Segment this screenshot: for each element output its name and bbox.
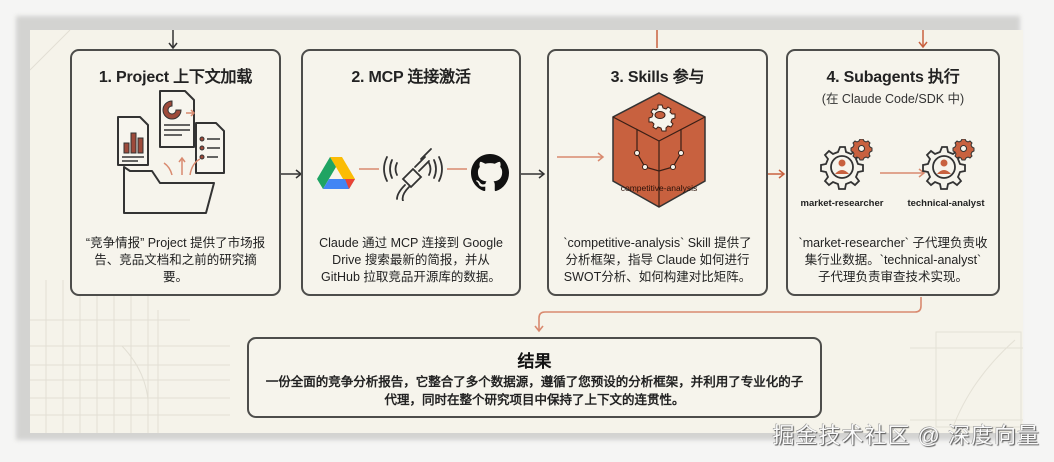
step-3-title: 3. Skills 参与 [610, 69, 705, 86]
github-icon [471, 154, 509, 192]
step-4-description: `market-researcher` 子代理负责收集行业数据。`technic… [798, 236, 988, 284]
arrow-into-skill-icon [557, 152, 605, 162]
step-1-card: 1. Project 上下文加载 [70, 49, 281, 296]
agent-label-market-researcher: market-researcher [800, 198, 884, 209]
grid-decoration-bottom-right [910, 331, 1023, 431]
agent-gear-icon-market-researcher [820, 139, 873, 190]
skill-label: competitive-analysis [620, 183, 698, 193]
skill-cube-icon [612, 92, 706, 208]
step-2-card: 2. MCP 连接激活 Claude 通过 MCP 连接到 G [301, 49, 521, 296]
step-2-title: 2. MCP 连接激活 [351, 69, 471, 86]
step-4-title: 4. Subagents 执行 [826, 69, 960, 86]
google-drive-icon [317, 157, 355, 189]
documents-folder-icon [117, 90, 225, 214]
agent-label-technical-analyst: technical-analyst [907, 198, 985, 209]
step-3-description: `competitive-analysis` Skill 提供了分析框架，指导 … [563, 236, 752, 284]
grid-decoration-bottom-left [30, 280, 230, 433]
step-4-subtitle: (在 Claude Code/SDK 中) [821, 92, 965, 106]
plug-connection-icon [359, 148, 467, 201]
step-1-description: “竞争情报” Project 提供了市场报告、竞品文档和之前的研究摘要。 [85, 236, 266, 284]
result-title: 结果 [517, 352, 552, 371]
step-3-card: 3. Skills 参与 competitive-analysis `co [547, 49, 768, 296]
step-1-title: 1. Project 上下文加载 [98, 69, 253, 86]
subagent-arrow-icon [880, 168, 926, 178]
step-4-card: 4. Subagents 执行 (在 Claude Code/SDK 中) [786, 49, 1000, 296]
result-description: 一份全面的竞争分析报告，它整合了多个数据源，遵循了您预设的分析框架，并利用了专业… [265, 375, 804, 407]
result-card: 结果 一份全面的竞争分析报告，它整合了多个数据源，遵循了您预设的分析框架，并利用… [247, 337, 822, 418]
agent-gear-icon-technical-analyst [922, 139, 975, 190]
watermark: 掘金技术社区 @ 深度向量 [772, 423, 1040, 448]
step-2-description: Claude 通过 MCP 连接到 Google Drive 搜索最新的简报，并… [319, 236, 503, 284]
diagram-canvas: 1. Project 上下文加载 [30, 30, 1023, 433]
